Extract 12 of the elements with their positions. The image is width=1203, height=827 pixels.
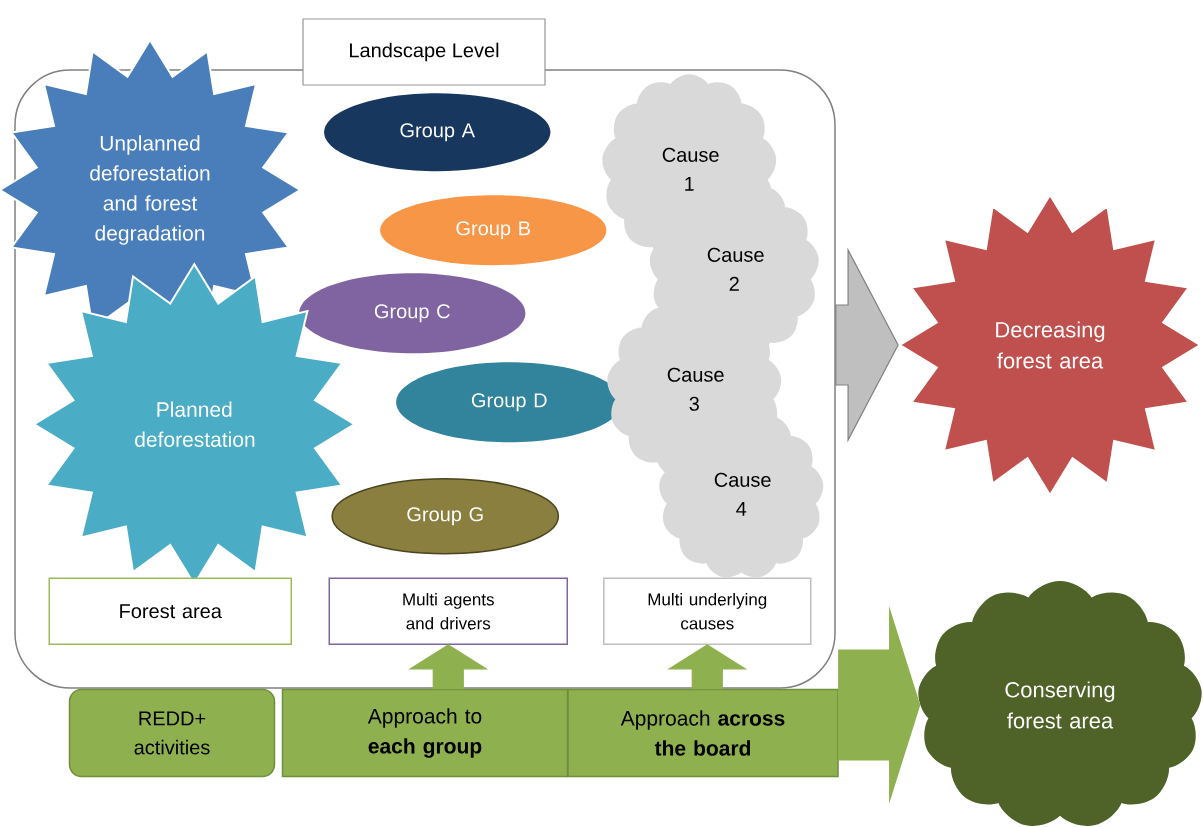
- node-label: Cause 3: [667, 367, 724, 411]
- block-arrow: [835, 247, 899, 443]
- block-arrow: [838, 606, 921, 804]
- label-box: Multi underlying causes: [603, 577, 812, 645]
- approach-box: Approach across the board: [567, 688, 839, 778]
- block-arrow: [667, 644, 748, 690]
- label-box: Forest area: [48, 577, 292, 645]
- activity-box: REDD+ activities: [68, 688, 276, 778]
- heading-box: Landscape Level: [302, 18, 546, 86]
- approach-box: Approach to each group: [281, 688, 569, 778]
- label-box: Multi agents and drivers: [328, 577, 568, 645]
- block-arrow: [408, 644, 489, 690]
